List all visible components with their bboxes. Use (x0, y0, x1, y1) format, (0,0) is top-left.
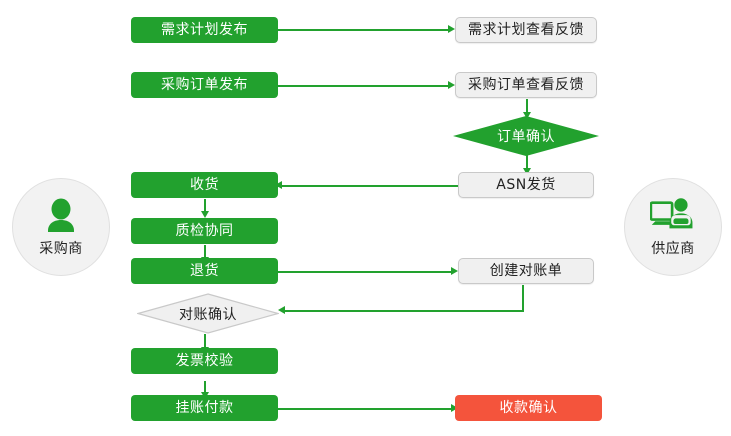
connector-payment-to-receipt (278, 408, 453, 410)
node-statement-confirm[interactable]: 对账确认 (137, 293, 279, 334)
node-payment-posting[interactable]: 挂账付款 (131, 395, 278, 421)
node-payment-posting-label: 挂账付款 (175, 400, 234, 416)
node-asn-ship-label: ASN发货 (496, 177, 556, 193)
node-invoice-check[interactable]: 发票校验 (131, 348, 278, 374)
connector-return-to-statement (278, 271, 453, 273)
arrow-receive-to-qc (201, 211, 209, 218)
node-return-goods-label: 退货 (190, 263, 219, 279)
arrow-statement-to-confirm (278, 306, 285, 314)
arrow-order-confirm-to-asn (523, 168, 531, 175)
node-order-confirm-label: 订单确认 (497, 129, 555, 145)
node-receipt-confirm-label: 收款确认 (499, 400, 558, 416)
arrow-po-to-order-confirm (523, 112, 531, 119)
person-at-computer-icon (650, 196, 696, 236)
arrow-po (448, 81, 455, 89)
node-po-feedback[interactable]: 采购订单查看反馈 (455, 72, 597, 98)
node-demand-plan-feedback[interactable]: 需求计划查看反馈 (455, 17, 597, 43)
connector-confirm-to-invoice (204, 334, 206, 350)
node-po-feedback-label: 采购订单查看反馈 (468, 77, 584, 93)
actor-supplier: 供应商 (624, 178, 722, 276)
connector-statement-to-confirm (283, 310, 524, 312)
arrow-payment-to-receipt (451, 404, 458, 412)
node-demand-plan-feedback-label: 需求计划查看反馈 (468, 22, 584, 38)
connector-po-to-order-confirm (526, 99, 528, 116)
node-statement-confirm-label: 对账确认 (179, 306, 237, 323)
node-asn-ship[interactable]: ASN发货 (458, 172, 594, 198)
node-quality-collab-label: 质检协同 (175, 223, 234, 239)
node-invoice-check-label: 发票校验 (175, 353, 234, 369)
statement-confirm-diamond-shape (137, 293, 279, 334)
connector-statement-down (522, 285, 524, 312)
order-confirm-diamond-shape (453, 116, 599, 156)
connector-invoice-to-payment (204, 381, 206, 395)
person-icon-svg (48, 198, 74, 232)
node-po-publish-label: 采购订单发布 (161, 77, 248, 93)
connector-receive-to-qc (204, 199, 206, 214)
connector-qc-to-return (204, 245, 206, 260)
node-receive-goods-label: 收货 (190, 177, 219, 193)
node-po-publish[interactable]: 采购订单发布 (131, 72, 278, 98)
node-create-statement-label: 创建对账单 (489, 263, 563, 279)
connector-asn-to-receive (278, 185, 458, 187)
connector-po (278, 85, 450, 87)
arrow-demand-plan (448, 25, 455, 33)
node-quality-collab[interactable]: 质检协同 (131, 218, 278, 244)
connector-order-confirm-to-asn (526, 155, 528, 172)
node-return-goods[interactable]: 退货 (131, 258, 278, 284)
node-receive-goods[interactable]: 收货 (131, 172, 278, 198)
actor-supplier-label: 供应商 (651, 241, 695, 257)
person-icon (38, 196, 84, 236)
connector-demand-plan (278, 29, 450, 31)
node-receipt-confirm[interactable]: 收款确认 (455, 395, 602, 421)
arrow-return-to-statement (451, 267, 458, 275)
node-demand-plan-publish-label: 需求计划发布 (161, 22, 248, 38)
node-order-confirm[interactable]: 订单确认 (453, 116, 599, 156)
node-create-statement[interactable]: 创建对账单 (458, 258, 594, 284)
actor-buyer-label: 采购商 (39, 241, 83, 257)
node-demand-plan-publish[interactable]: 需求计划发布 (131, 17, 278, 43)
arrow-asn-to-receive (275, 181, 282, 189)
actor-buyer: 采购商 (12, 178, 110, 276)
person-at-computer-icon-svg (650, 198, 693, 229)
